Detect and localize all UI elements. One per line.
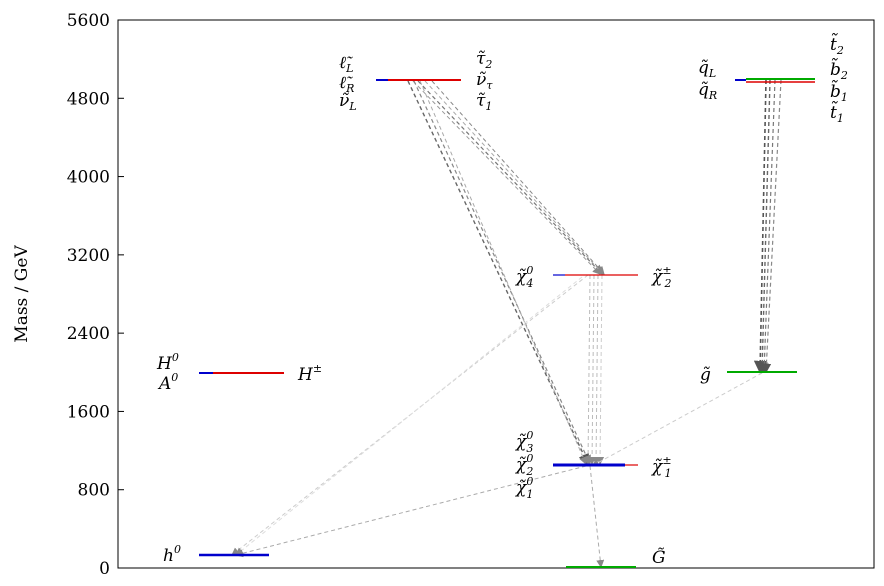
label-gravitino: G̃ [652, 548, 666, 568]
label-stau-1: τ̃1 [476, 91, 492, 113]
label-stau-2: τ̃2 [476, 49, 492, 71]
label-H0: H0 [156, 351, 179, 374]
plot-frame [117, 19, 875, 569]
y-tick-label: 800 [78, 481, 110, 501]
label-sneutrino-tau: ν̃τ [476, 70, 493, 92]
label-Hpm: H± [297, 362, 322, 385]
y-tick-label: 3200 [67, 246, 110, 266]
label-sneutrino-L: ν̃L [339, 91, 357, 113]
label-chargino-2: χ̃±2 [651, 264, 672, 290]
y-tick-label: 4800 [67, 89, 110, 109]
decay-arrow [417, 80, 603, 275]
label-h0: h0 [163, 543, 181, 566]
y-axis: 0 800 1600 2400 3200 4000 4800 5600 [67, 11, 124, 579]
decay-arrow [424, 80, 604, 275]
decay-arrow [596, 274, 605, 465]
label-slepton-L: ℓ̃L [339, 53, 353, 75]
decay-arrow [412, 80, 601, 275]
decay-arrow [591, 372, 763, 467]
y-tick-label: 4000 [67, 168, 110, 188]
decay-arrow [431, 80, 605, 275]
label-squark-R: q̃R [698, 80, 717, 102]
y-axis-label: Mass / GeV [12, 245, 32, 343]
y-tick-label: 0 [99, 559, 110, 579]
decay-arrow [592, 274, 601, 465]
label-gluino: g̃ [700, 365, 711, 385]
decay-arrow [413, 80, 591, 466]
decay-arrow [584, 274, 593, 465]
label-stop-1: t̃1 [830, 101, 844, 125]
label-A0: A0 [157, 371, 178, 394]
decay-arrow [589, 465, 605, 568]
y-tick-label: 5600 [67, 11, 110, 31]
label-squark-L: q̃L [698, 58, 716, 80]
label-stop-2: t̃2 [830, 33, 844, 57]
label-sbottom-2: b̃2 [830, 58, 848, 82]
label-chargino-1: χ̃±1 [651, 454, 672, 480]
mass-levels [199, 78, 815, 568]
decay-arrows [231, 79, 782, 568]
decay-arrow [407, 80, 589, 466]
y-tick-label: 2400 [67, 324, 110, 344]
decay-arrow [235, 276, 583, 556]
decay-arrow [588, 274, 597, 465]
y-tick-label: 1600 [67, 402, 110, 422]
label-sbottom-1: b̃1 [830, 80, 848, 104]
